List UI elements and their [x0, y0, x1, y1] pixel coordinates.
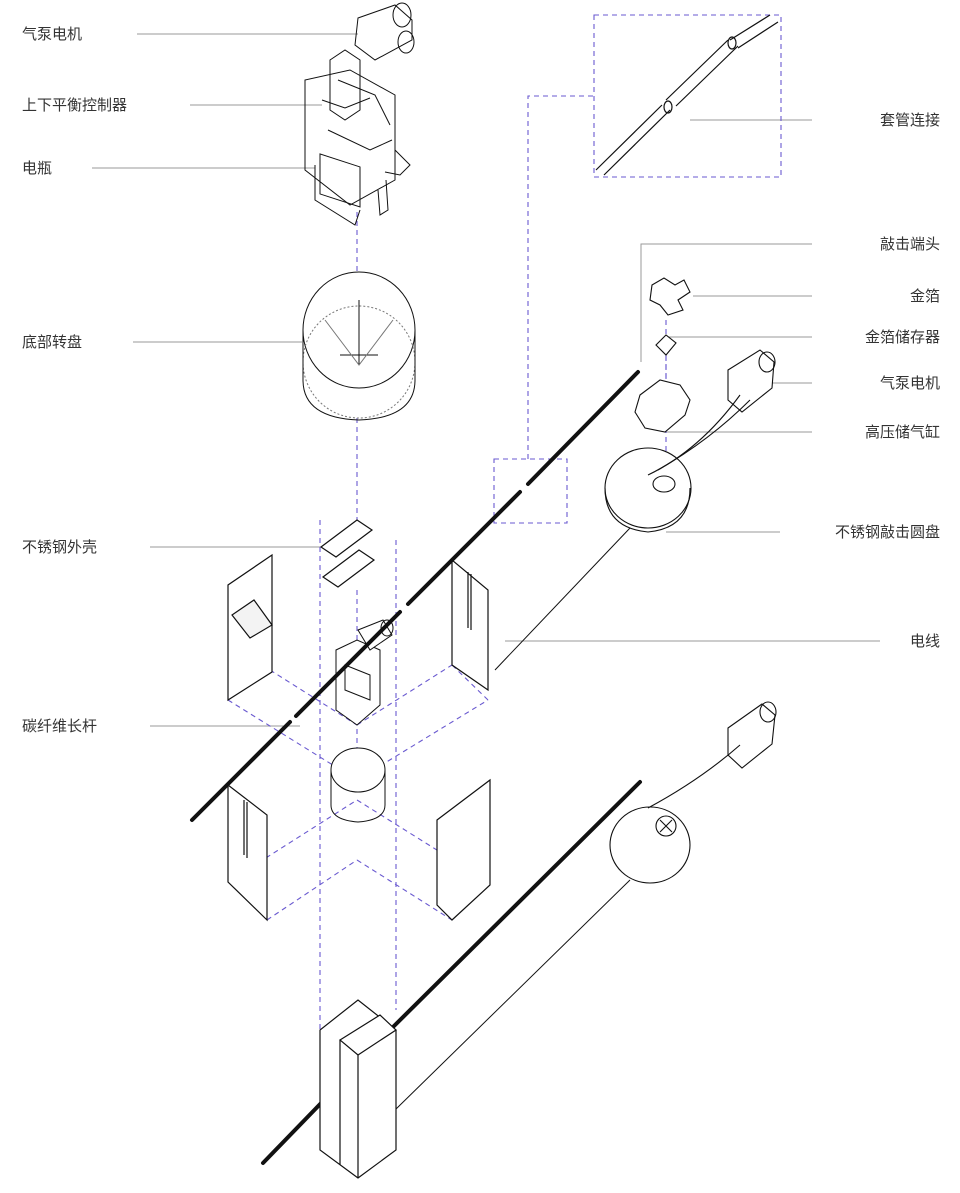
label-wire: 电线	[909, 632, 940, 650]
base-turntable-drawing	[302, 271, 416, 421]
label-stainless-disc: 不锈钢敲击圆盘	[834, 523, 940, 541]
leader-lines	[92, 33, 880, 727]
label-battery: 电瓶	[22, 159, 53, 177]
top-assembly-drawing	[304, 2, 415, 226]
label-air-pump-motor-right: 气泵电机	[879, 374, 940, 392]
stainless-shell-drawing	[227, 519, 491, 922]
sleeve-connection-drawing	[595, 14, 779, 176]
dashed-guides	[227, 14, 782, 1030]
label-stainless-shell: 不锈钢外壳	[22, 538, 98, 556]
label-pressure-tank: 高压储气缸	[864, 423, 940, 441]
label-strike-head: 敲击端头	[879, 235, 940, 253]
carbon-rod-drawing	[190, 370, 642, 1165]
lower-disc-drawing	[394, 701, 777, 1111]
label-balance-controller: 上下平衡控制器	[22, 96, 128, 114]
strike-head-drawing	[494, 277, 776, 671]
label-air-pump-motor-left: 气泵电机	[22, 25, 83, 43]
label-sleeve-connection: 套管连接	[879, 111, 940, 129]
label-gold-foil: 金箔	[909, 287, 940, 305]
label-carbon-rod: 碳纤维长杆	[22, 717, 98, 735]
base-post-drawing	[319, 999, 397, 1179]
label-base-turntable: 底部转盘	[22, 333, 83, 351]
label-gold-foil-storage: 金箔储存器	[864, 328, 940, 346]
central-mechanism-drawing	[330, 619, 394, 823]
